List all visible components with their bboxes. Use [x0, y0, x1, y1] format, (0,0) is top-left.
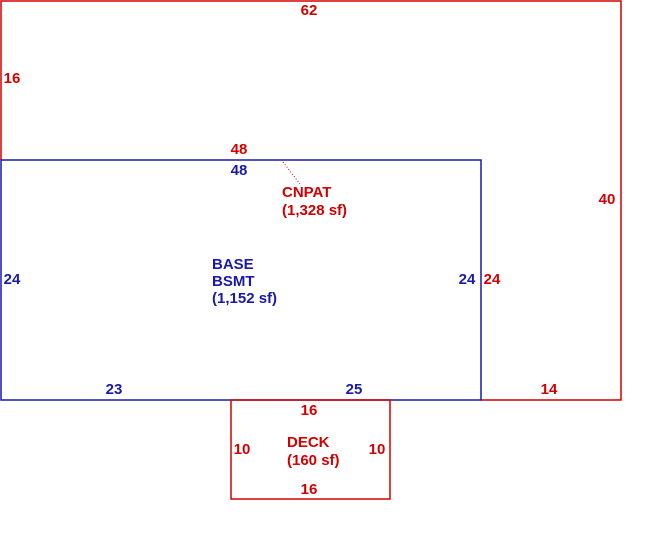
carport-dim-bottom-right: 14	[541, 381, 558, 398]
deck-outline	[230, 399, 391, 500]
base-area: (1,152 sf)	[212, 290, 277, 307]
carport-name: CNPAT	[282, 184, 331, 201]
base-dim-bottom-right: 25	[346, 381, 363, 398]
deck-name: DECK	[287, 434, 330, 451]
carport-dim-inner-top: 48	[231, 141, 248, 158]
base-name-line2: BSMT	[212, 273, 255, 290]
base-dim-right: 24	[459, 271, 476, 288]
deck-dim-top: 16	[301, 402, 318, 419]
base-dim-top: 48	[231, 162, 248, 179]
deck-area: (160 sf)	[287, 452, 340, 469]
base-name-line1: BASE	[212, 256, 254, 273]
base-dim-left: 24	[4, 271, 21, 288]
deck-dim-right: 10	[369, 441, 386, 458]
carport-dim-right: 40	[599, 191, 616, 208]
carport-outline	[0, 0, 622, 401]
carport-dim-left: 16	[4, 70, 21, 87]
carport-area: (1,328 sf)	[282, 202, 347, 219]
carport-dim-top: 62	[301, 2, 318, 19]
deck-dim-bottom: 16	[301, 481, 318, 498]
deck-dim-left: 10	[234, 441, 251, 458]
base-dim-bottom-left: 23	[106, 381, 123, 398]
carport-dim-inner-right: 24	[484, 271, 501, 288]
carport-leader-line	[282, 161, 301, 185]
